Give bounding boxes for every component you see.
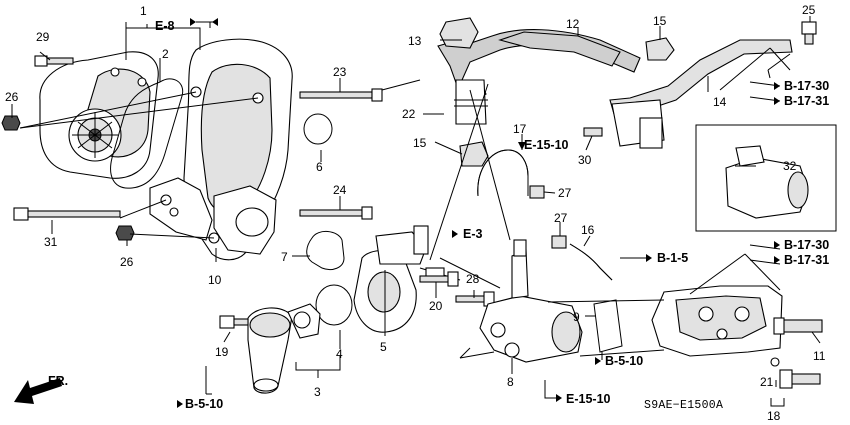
part-number: 14: [713, 95, 727, 109]
part-number: 2: [162, 47, 169, 61]
part-number: 25: [802, 3, 816, 17]
cover-plate: [149, 38, 293, 261]
bolt-25: [801, 21, 817, 35]
part-32: [725, 145, 809, 219]
part-number: 9: [573, 310, 580, 324]
sensor-18: [789, 373, 821, 385]
part-number: 12: [566, 17, 580, 31]
part-number: 11: [813, 349, 826, 363]
part-number: 4: [336, 347, 343, 361]
part-number: 29: [36, 30, 50, 44]
part-number: 10: [208, 273, 222, 287]
part-number: 26: [5, 90, 19, 104]
part-number: 28: [466, 272, 480, 286]
reference-code: E-3: [463, 227, 483, 241]
part-number: 16: [581, 223, 595, 237]
part-number: 32: [783, 159, 797, 173]
thermostat: [219, 303, 321, 394]
front-label: FR.: [48, 374, 68, 388]
bolt-28: [455, 295, 487, 303]
part-number: 26: [120, 255, 134, 269]
water-outlet: [479, 239, 583, 363]
part-number: 6: [316, 160, 323, 174]
washer-21: [770, 357, 780, 367]
front-arrow-icon: [14, 378, 62, 404]
part-number: 21: [760, 375, 774, 389]
water-pipe: [437, 29, 641, 125]
part-number: 31: [44, 235, 58, 249]
part-number: 8: [507, 375, 514, 389]
part-number: 22: [402, 107, 416, 121]
water-pump: [39, 51, 159, 179]
diagram-code: S9AE−E1500A: [644, 399, 723, 412]
reference-code: B-5-10: [185, 397, 223, 411]
gasket-9: [593, 299, 623, 353]
part-number: 23: [333, 65, 347, 79]
part-number: 13: [408, 34, 422, 48]
reference-labels: E-8 E-15-10 E-3 B-1-5 B-17-30 B-17-31 B-…: [155, 19, 829, 411]
part-number: 15: [653, 14, 667, 28]
hose-16: [569, 243, 613, 281]
pump-gasket: [110, 78, 184, 189]
reference-code: B-17-30: [784, 79, 829, 93]
bolt-20: [419, 275, 451, 283]
clamp-27-upper: [529, 185, 545, 199]
reference-code: B-17-30: [784, 238, 829, 252]
sensor-11: [781, 319, 823, 333]
part-number: 7: [281, 250, 288, 264]
part-labels: 1 2 3 4 5 6 7 8 9 10 11 12 13 14 15 15 1…: [5, 3, 826, 423]
reference-code: B-5-10: [605, 354, 643, 368]
part-number: 5: [380, 340, 387, 354]
clamp-27-lower: [551, 235, 567, 249]
part-number: 30: [578, 153, 592, 167]
bolt-30: [583, 127, 603, 137]
reference-code: E-15-10: [524, 138, 569, 152]
part-number: 27: [554, 211, 568, 225]
reference-arrows: [177, 18, 781, 408]
part-number: 3: [314, 385, 321, 399]
reference-code: E-15-10: [566, 392, 611, 406]
part-number: 24: [333, 183, 347, 197]
o-ring-4: [315, 284, 353, 326]
part-number: 20: [429, 299, 443, 313]
part-number: 19: [215, 345, 229, 359]
clip-13: [439, 17, 479, 49]
reference-code: E-8: [155, 19, 175, 33]
reference-code: B-17-31: [784, 94, 829, 108]
gasket-7: [306, 231, 345, 271]
part-number: 27: [558, 186, 572, 200]
reference-code: B-17-31: [784, 253, 829, 267]
clip-15-top: [645, 37, 675, 61]
o-ring-6: [303, 113, 333, 145]
part-number: 18: [767, 409, 781, 423]
reference-code: B-1-5: [657, 251, 688, 265]
leader-lines: [11, 16, 821, 407]
part-number: 17: [513, 122, 527, 136]
clip-15-mid: [459, 141, 489, 167]
head-block: [651, 285, 783, 357]
small-bolts: [1, 55, 135, 241]
long-bolts: [13, 88, 383, 221]
part-number: 1: [140, 4, 147, 18]
inset-box: [695, 124, 837, 232]
part-number: 15: [413, 136, 427, 150]
